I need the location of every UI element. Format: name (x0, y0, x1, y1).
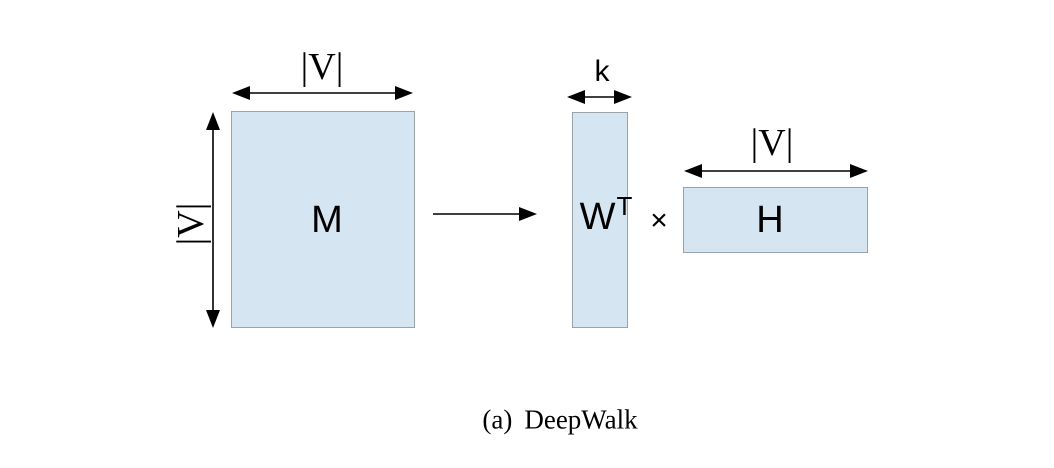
matrix-w-transpose-label: WT (579, 193, 633, 238)
caption-title: DeepWalk (524, 404, 638, 435)
matrix-h-box (683, 187, 868, 253)
matrix-m-label: M (311, 199, 343, 241)
m-width-dim-label: |V| (300, 46, 344, 88)
m-height-dim-label: |V| (170, 202, 212, 246)
transform-arrow (433, 207, 537, 221)
matrix-m-box (231, 111, 415, 328)
caption-index: (a) (482, 404, 513, 435)
multiply-operator: × (650, 204, 668, 237)
w-width-dim-label: k (594, 55, 610, 88)
m-width-arrow (232, 86, 413, 100)
h-width-dim-label: |V| (750, 122, 794, 164)
matrix-w-box (572, 112, 628, 328)
matrix-h-label: H (756, 199, 784, 241)
h-width-arrow (684, 164, 868, 178)
transpose-superscript: T (616, 191, 633, 221)
figure-caption: (a) DeepWalk (482, 405, 637, 436)
matrix-w-letter: W (579, 196, 616, 238)
w-width-arrow (567, 90, 632, 104)
